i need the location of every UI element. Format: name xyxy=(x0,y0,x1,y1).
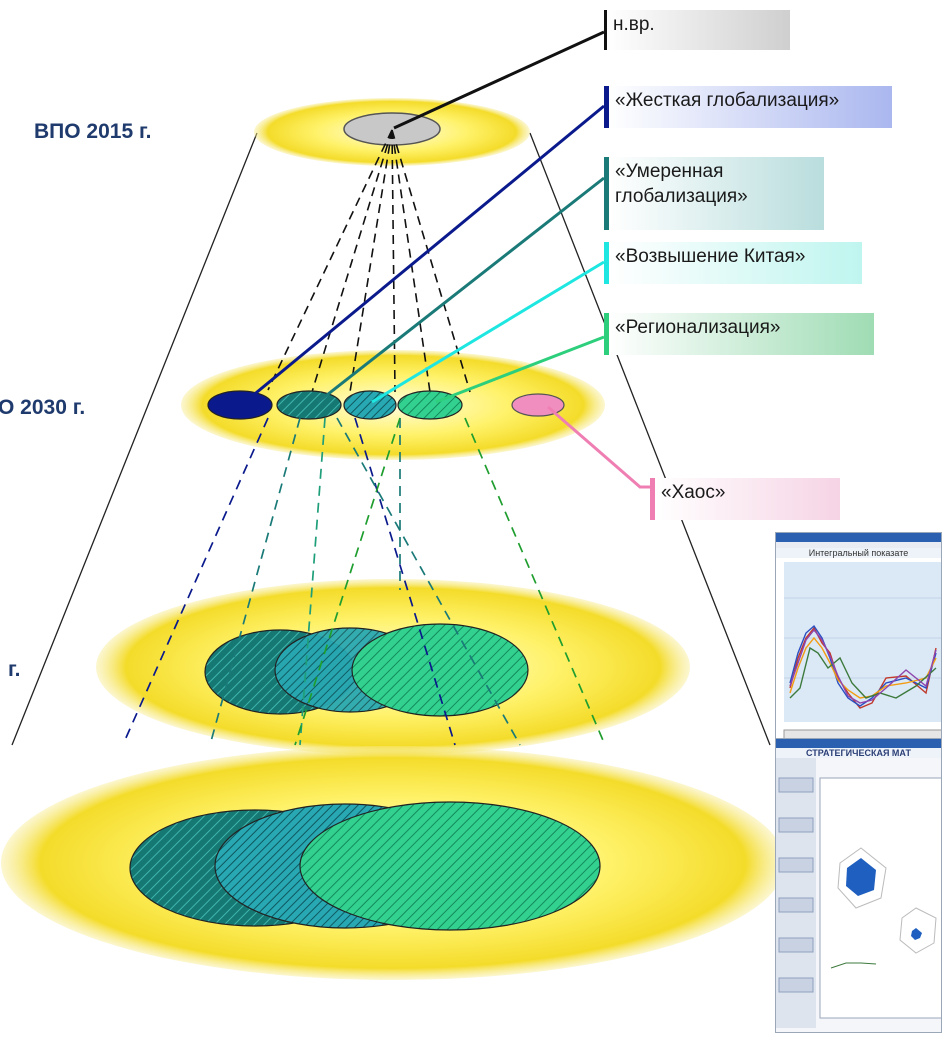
callout-present-text: н.вр. xyxy=(613,14,655,35)
callout-chaos-text: «Хаос» xyxy=(661,482,726,503)
level-label-3: г. xyxy=(8,658,21,681)
callout-region-text: «Регионализация» xyxy=(615,317,781,338)
fan-lines-bottom xyxy=(124,417,606,746)
callout-hard-globalization: «Жесткая глобализация» xyxy=(604,86,892,128)
callout-china-text: «Возвышение Китая» xyxy=(615,246,806,267)
node-hard-2030 xyxy=(207,390,273,420)
cone-right-edge xyxy=(529,132,771,746)
oval-region-4 xyxy=(299,801,601,931)
embedded-screenshot-radar: СТРАТЕГИЧЕСКАЯ МАТ xyxy=(775,738,942,1033)
embedded-screenshot-radar-heading: СТРАТЕГИЧЕСКАЯ МАТ xyxy=(776,748,941,758)
callout-chaos: «Хаос» xyxy=(650,478,840,520)
callout-moderate-globalization: «Умеренная глобализация» xyxy=(604,157,824,230)
level-label-2015: ВПО 2015 г. xyxy=(34,120,152,143)
callout-regionalization: «Регионализация» xyxy=(604,313,874,355)
callout-hard-text: «Жесткая глобализация» xyxy=(615,90,840,111)
callout-connectors xyxy=(244,30,650,489)
cone-left-edge xyxy=(11,132,258,746)
callout-china-rise: «Возвышение Китая» xyxy=(604,242,862,284)
embedded-radar-panel xyxy=(776,758,941,1028)
oval-region-3 xyxy=(351,623,529,717)
embedded-screenshot-chart-heading: Интегральный показате xyxy=(776,548,941,558)
node-moderate-2030 xyxy=(276,390,342,420)
callout-moderate-text: «Умеренная глобализация» xyxy=(615,161,748,207)
level-label-2030: О 2030 г. xyxy=(0,396,86,419)
node-china-2030 xyxy=(343,390,397,420)
fan-lines-top xyxy=(267,129,471,393)
present-time-node xyxy=(343,112,441,146)
callout-present: н.вр. xyxy=(604,10,790,50)
